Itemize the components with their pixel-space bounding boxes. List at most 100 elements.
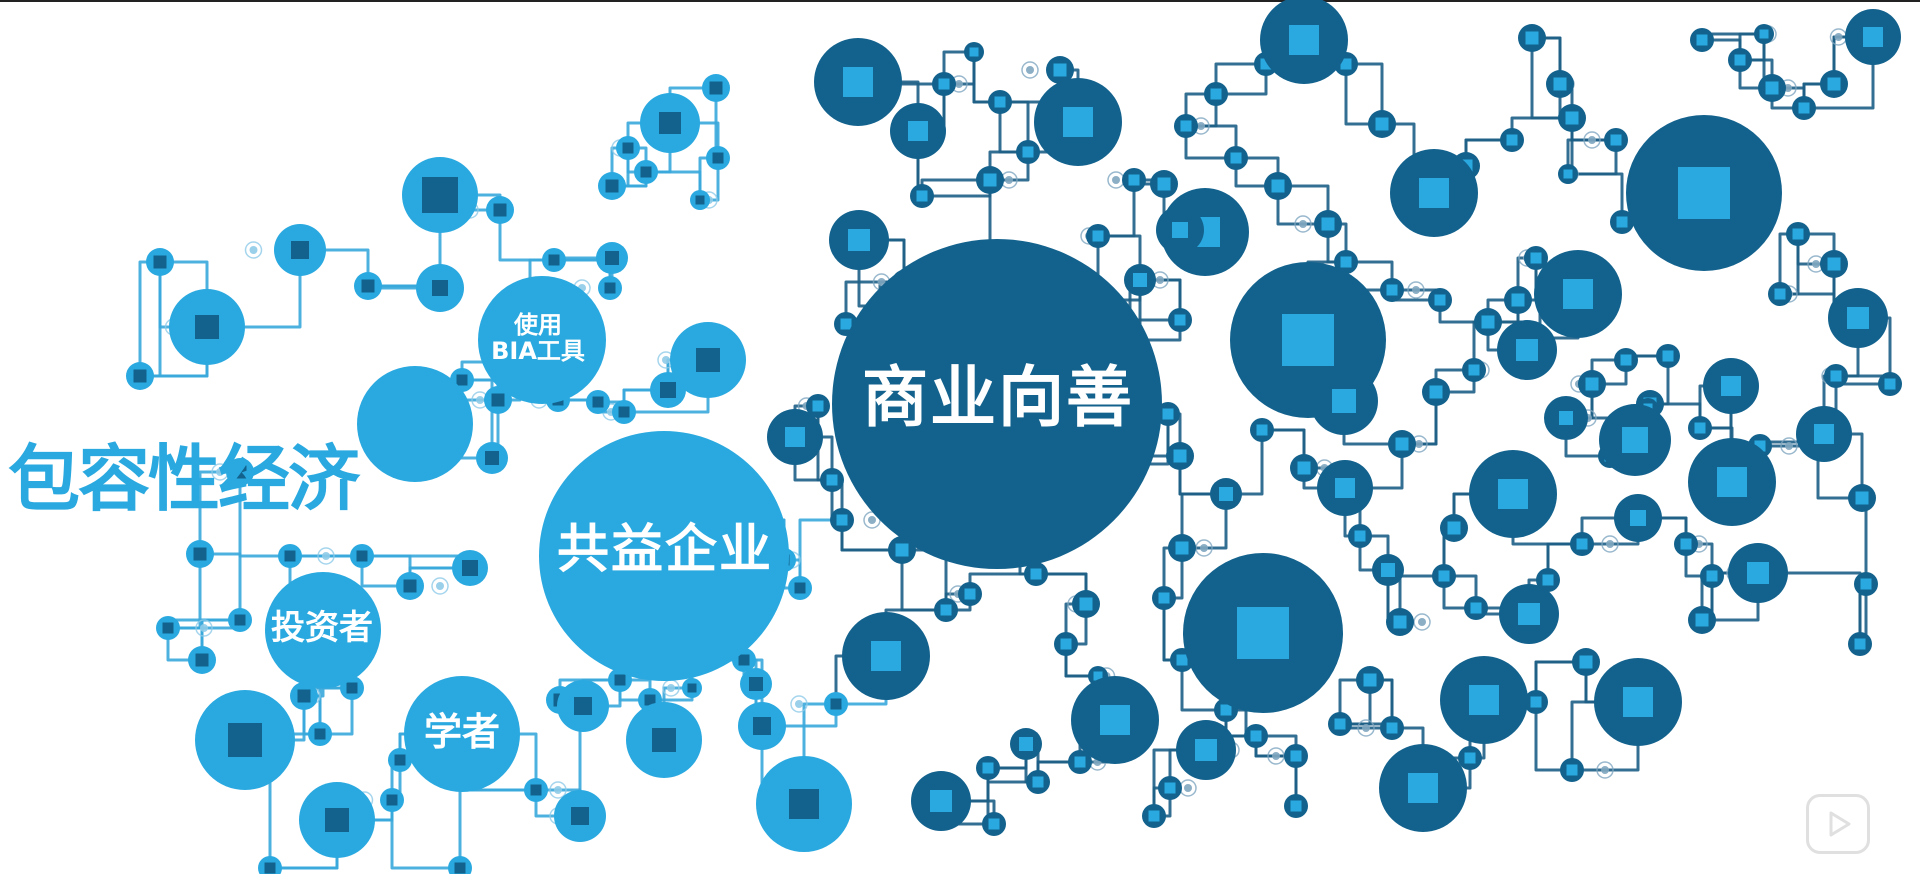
pulse-dot bbox=[877, 278, 886, 286]
small-node-square bbox=[1774, 288, 1786, 300]
small-node-square bbox=[1585, 377, 1599, 391]
small-node-square bbox=[1157, 177, 1171, 191]
small-node-square bbox=[1434, 294, 1446, 306]
small-node-square bbox=[1260, 58, 1272, 70]
small-node-square bbox=[1429, 385, 1443, 399]
big-node bbox=[404, 676, 520, 792]
small-node-square bbox=[193, 547, 207, 561]
big-node bbox=[832, 239, 1162, 569]
node-label-use-bia-tools: 使用 BIA工具 bbox=[478, 312, 598, 365]
small-node-square bbox=[1297, 461, 1311, 475]
big-node-square bbox=[325, 808, 349, 832]
small-node-square bbox=[162, 622, 174, 634]
big-node-square bbox=[1408, 773, 1438, 803]
small-node-square bbox=[491, 393, 505, 407]
pulse-ring bbox=[244, 241, 263, 259]
small-node-square bbox=[386, 794, 398, 806]
small-node-square bbox=[1827, 257, 1841, 271]
small-node-square bbox=[983, 173, 997, 187]
small-node-square bbox=[969, 47, 979, 57]
link-line bbox=[138, 260, 160, 376]
small-node-square bbox=[1148, 810, 1160, 822]
small-node-square bbox=[895, 543, 909, 557]
small-node-square bbox=[1438, 570, 1450, 582]
big-node-square bbox=[1172, 222, 1188, 238]
small-node-square bbox=[195, 653, 209, 667]
pulse-dot bbox=[1812, 260, 1820, 268]
big-node-square bbox=[1282, 314, 1334, 366]
big-node-square bbox=[291, 241, 309, 259]
small-node-square bbox=[233, 465, 247, 479]
small-node-square bbox=[264, 862, 276, 874]
small-node-square bbox=[1610, 134, 1622, 146]
pulse-dot bbox=[1272, 752, 1280, 760]
pulse-dot bbox=[1200, 544, 1208, 552]
small-node-square bbox=[1576, 538, 1588, 550]
big-node bbox=[265, 572, 381, 688]
small-node-square bbox=[1798, 102, 1810, 114]
small-node-square bbox=[1290, 800, 1302, 812]
small-node-square bbox=[1565, 111, 1579, 125]
small-node-square bbox=[1530, 696, 1542, 708]
link-line bbox=[1534, 660, 1586, 702]
small-node-square bbox=[1210, 88, 1222, 100]
small-node-square bbox=[1128, 174, 1140, 186]
small-node-square bbox=[1019, 737, 1033, 751]
big-node-square bbox=[1237, 607, 1289, 659]
pulse-ring bbox=[1294, 215, 1312, 233]
small-node-square bbox=[1884, 378, 1896, 390]
link-line bbox=[458, 788, 536, 868]
play-icon bbox=[1829, 811, 1851, 837]
main-title: 包容性经济 bbox=[8, 437, 360, 521]
pulse-ring bbox=[431, 577, 449, 595]
small-node-square bbox=[1481, 315, 1495, 329]
small-node-square bbox=[1230, 152, 1242, 164]
small-node-square bbox=[548, 254, 560, 266]
big-node bbox=[539, 431, 789, 681]
big-node-square bbox=[1516, 339, 1538, 361]
small-node-square bbox=[1830, 370, 1842, 382]
pulse-ring bbox=[790, 695, 808, 713]
small-node-square bbox=[1393, 615, 1407, 629]
small-node-square bbox=[618, 406, 630, 418]
small-node-square bbox=[1620, 354, 1632, 366]
small-node-square bbox=[1271, 179, 1285, 193]
big-node-square bbox=[753, 717, 771, 735]
small-node-square bbox=[1468, 364, 1480, 376]
small-node-square bbox=[1334, 718, 1346, 730]
small-node-square bbox=[592, 396, 604, 408]
big-node-square bbox=[1063, 107, 1093, 137]
big-node-square bbox=[195, 315, 219, 339]
small-node-square bbox=[361, 279, 375, 293]
pulse-dot bbox=[1112, 176, 1120, 184]
small-node-square bbox=[1680, 538, 1692, 550]
small-node-square bbox=[709, 81, 723, 95]
small-node-square bbox=[1375, 117, 1389, 131]
small-node-square bbox=[462, 560, 478, 576]
small-node-square bbox=[1525, 31, 1539, 45]
big-node-square bbox=[1195, 739, 1217, 761]
small-node-square bbox=[1696, 34, 1708, 46]
small-node-square bbox=[1765, 81, 1779, 95]
link-line bbox=[1758, 571, 1862, 644]
small-node-square bbox=[660, 382, 676, 398]
small-node-square bbox=[1386, 284, 1398, 296]
small-node-square bbox=[1706, 570, 1718, 582]
small-node-square bbox=[1854, 638, 1866, 650]
big-node-square bbox=[1518, 603, 1540, 625]
big-node-square bbox=[1332, 389, 1356, 413]
video-play-button[interactable] bbox=[1806, 794, 1870, 854]
big-node-square bbox=[1289, 25, 1319, 55]
small-node-square bbox=[1616, 216, 1628, 228]
pulse-ring bbox=[1780, 437, 1798, 455]
small-node-square bbox=[836, 514, 848, 526]
small-node-square bbox=[1030, 568, 1042, 580]
small-node-square bbox=[687, 683, 697, 693]
small-node-square bbox=[605, 251, 619, 265]
node-label-scholars: 学者 bbox=[423, 710, 500, 754]
pulse-dot bbox=[667, 684, 675, 692]
small-node-square bbox=[644, 694, 656, 706]
small-node-square bbox=[1340, 256, 1352, 268]
pulse-ring bbox=[1583, 131, 1601, 149]
